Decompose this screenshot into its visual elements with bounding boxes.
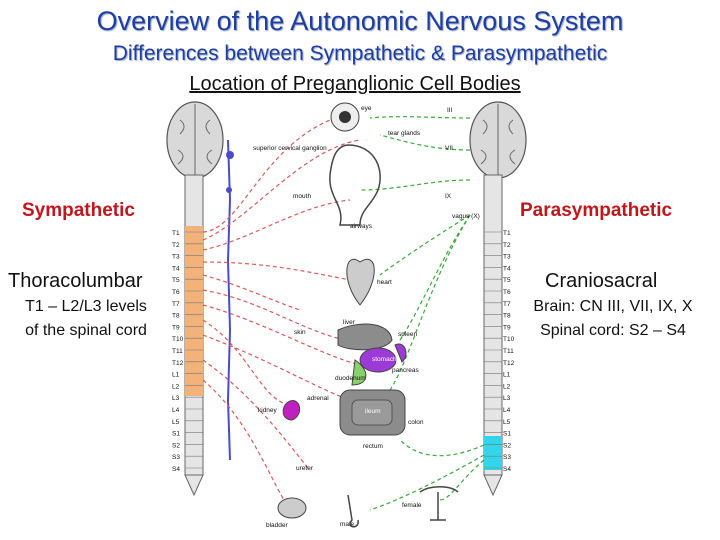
label-duodenum: duodenum bbox=[335, 375, 366, 382]
left-level-t8: T8 bbox=[172, 313, 180, 320]
craniosacral-spinal: Spinal cord: S2 – S4 bbox=[540, 322, 686, 339]
reproductive-icon bbox=[347, 486, 459, 528]
right-level-l4: L4 bbox=[503, 407, 511, 414]
left-brain-icon bbox=[166, 101, 224, 179]
label-kidney: kidney bbox=[258, 407, 278, 414]
left-level-t10: T10 bbox=[172, 336, 184, 343]
label-spleen: spleen bbox=[398, 331, 418, 338]
right-level-s2: S2 bbox=[503, 442, 511, 449]
left-level-l5: L5 bbox=[172, 419, 180, 426]
right-level-t10: T10 bbox=[503, 336, 515, 343]
right-level-l1: L1 bbox=[503, 372, 511, 379]
right-brain-icon bbox=[469, 101, 527, 179]
parasympathetic-fibers bbox=[359, 116, 485, 511]
label-female: female bbox=[402, 502, 422, 509]
right-spinal-cord bbox=[483, 174, 503, 497]
right-level-t12: T12 bbox=[503, 360, 515, 367]
left-level-t3: T3 bbox=[172, 254, 180, 261]
label-scg: superior cervical ganglion bbox=[253, 145, 327, 152]
label-cn3: III bbox=[447, 107, 453, 114]
left-level-s1: S1 bbox=[172, 431, 180, 438]
label-eye: eye bbox=[361, 105, 372, 112]
intestines-icon bbox=[339, 389, 406, 436]
left-level-t6: T6 bbox=[172, 289, 180, 296]
right-level-t8: T8 bbox=[503, 313, 511, 320]
label-adrenal: adrenal bbox=[307, 395, 329, 402]
right-level-t1: T1 bbox=[503, 230, 511, 237]
slide-title: Overview of the Autonomic Nervous System bbox=[96, 6, 624, 36]
right-level-t9: T9 bbox=[503, 324, 511, 331]
left-level-t2: T2 bbox=[172, 242, 180, 249]
right-level-labels: T1T2T3T4T5T6T7T8T9T10T11T12L1L2L3L4L5S1S… bbox=[484, 230, 515, 473]
left-level-t4: T4 bbox=[172, 265, 180, 272]
left-level-t1: T1 bbox=[172, 230, 180, 237]
right-level-s1: S1 bbox=[503, 431, 511, 438]
right-level-t11: T11 bbox=[503, 348, 514, 355]
label-rectum: rectum bbox=[363, 443, 383, 450]
right-level-l3: L3 bbox=[503, 395, 511, 402]
left-level-l4: L4 bbox=[172, 407, 180, 414]
label-cn10: vagus (X) bbox=[452, 213, 480, 220]
left-level-t7: T7 bbox=[172, 301, 180, 308]
right-level-t6: T6 bbox=[503, 289, 511, 296]
right-level-t7: T7 bbox=[503, 301, 511, 308]
sympathetic-label: Sympathetic bbox=[22, 200, 135, 221]
right-level-t3: T3 bbox=[503, 254, 511, 261]
label-mouth: mouth bbox=[293, 193, 311, 200]
bladder-icon bbox=[277, 497, 307, 519]
label-male: male bbox=[340, 521, 354, 528]
label-cn7: VII bbox=[445, 145, 453, 152]
left-level-l1: L1 bbox=[172, 372, 180, 379]
left-level-t12: T12 bbox=[172, 360, 184, 367]
label-cn9: IX bbox=[445, 193, 452, 200]
label-airways: airways bbox=[350, 223, 373, 230]
thoracolumbar-label: Thoracolumbar bbox=[8, 270, 143, 292]
label-heart: heart bbox=[377, 279, 392, 286]
left-level-s2: S2 bbox=[172, 442, 180, 449]
sacral-zone bbox=[484, 436, 502, 470]
left-level-t5: T5 bbox=[172, 277, 180, 284]
left-level-s4: S4 bbox=[172, 466, 180, 473]
left-level-l2: L2 bbox=[172, 383, 180, 390]
thoracolumbar-location: of the spinal cord bbox=[25, 322, 147, 339]
slide-subtitle: Differences between Sympathetic & Parasy… bbox=[112, 42, 608, 65]
left-level-l3: L3 bbox=[172, 395, 180, 402]
sympathetic-fibers bbox=[202, 119, 361, 511]
heart-icon bbox=[346, 258, 375, 306]
liver-stomach-icon bbox=[337, 323, 407, 386]
eye-icon bbox=[330, 102, 360, 132]
label-liver: liver bbox=[343, 319, 356, 326]
left-spinal-cord bbox=[184, 174, 204, 497]
label-pancreas: pancreas bbox=[392, 367, 419, 374]
section-heading: Location of Preganglionic Cell Bodies bbox=[189, 73, 521, 95]
thoracolumbar-levels: T1 – L2/L3 levels bbox=[25, 298, 147, 315]
parasympathetic-label: Parasympathetic bbox=[520, 200, 673, 221]
label-stomach: stomach bbox=[372, 356, 397, 363]
right-level-l2: L2 bbox=[503, 383, 511, 390]
label-bladder: bladder bbox=[266, 522, 289, 529]
right-level-t2: T2 bbox=[503, 242, 511, 249]
craniosacral-brain: Brain: CN III, VII, IX, X bbox=[533, 298, 693, 315]
kidney-adrenal-icon bbox=[282, 400, 301, 421]
label-ileum: ileum bbox=[365, 408, 381, 415]
label-skin: skin bbox=[294, 329, 306, 336]
craniosacral-label: Craniosacral bbox=[545, 270, 658, 292]
right-level-t4: T4 bbox=[503, 265, 511, 272]
thoracolumbar-zone bbox=[185, 226, 203, 396]
left-level-labels: T1T2T3T4T5T6T7T8T9T10T11T12L1L2L3L4L5S1S… bbox=[172, 230, 203, 473]
left-level-t9: T9 bbox=[172, 324, 180, 331]
right-level-s3: S3 bbox=[503, 454, 511, 461]
left-level-s3: S3 bbox=[172, 454, 180, 461]
right-level-t5: T5 bbox=[503, 277, 511, 284]
right-level-s4: S4 bbox=[503, 466, 511, 473]
right-level-l5: L5 bbox=[503, 419, 511, 426]
left-level-t11: T11 bbox=[172, 348, 183, 355]
label-tear-glands: tear glands bbox=[388, 130, 421, 137]
label-colon: colon bbox=[408, 419, 424, 426]
head-profile-icon bbox=[329, 144, 381, 226]
label-ureter: ureter bbox=[296, 465, 314, 472]
